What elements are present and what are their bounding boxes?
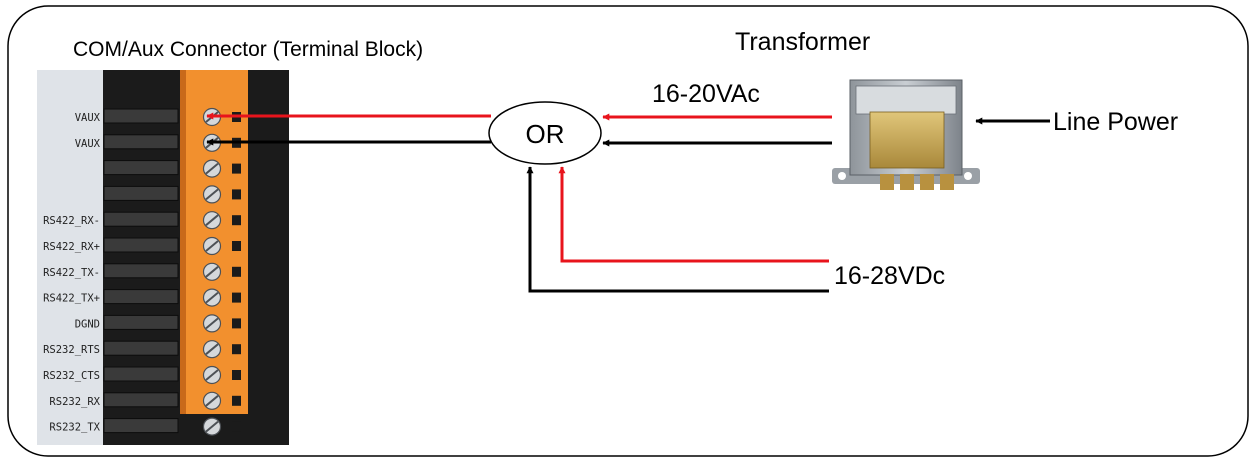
pin-slot: [103, 392, 179, 408]
wire-entry: [232, 241, 241, 251]
screw-slot: [205, 395, 219, 407]
wire-entry: [232, 266, 241, 277]
screw-slot: [205, 420, 219, 433]
screw-slot: [205, 317, 219, 330]
screw-slot: [205, 291, 219, 304]
pin-label: RS232_CTS: [43, 370, 100, 382]
diagram-frame: [7, 5, 1249, 457]
pin-slot: [103, 160, 179, 176]
pin-label: RS422_RX-: [43, 215, 100, 227]
pin-label: RS232_RTS: [43, 344, 100, 356]
connector-title: COM/Aux Connector (Terminal Block): [73, 38, 423, 61]
pin-slot: [103, 237, 179, 253]
pin-slot: [103, 211, 179, 227]
screw-slot: [205, 240, 219, 252]
pin-slot: [103, 289, 179, 305]
terminal-block-photo: VAUX VAUX RS422_RX- RS422_RX+ RS422_TX- RS422…: [37, 70, 289, 445]
screw-slot: [205, 343, 219, 355]
wire-entry: [232, 292, 241, 303]
pin-label: VAUX: [75, 112, 101, 124]
pin-slot: [103, 134, 179, 150]
wire-entry: [232, 395, 241, 406]
wire-dc-neg-to-or: [526, 166, 829, 293]
pcb-area: [37, 70, 103, 445]
pin-label: RS422_RX+: [43, 241, 100, 253]
screw-slot: [205, 188, 219, 201]
pin-slot: [103, 418, 179, 434]
or-label: OR: [526, 119, 565, 149]
pin-slot: [103, 366, 179, 382]
pin-label: RS232_TX: [49, 422, 100, 434]
wire-entry: [232, 421, 241, 432]
screw-slot: [205, 214, 219, 226]
dc-voltage-label: 16-28VDc: [834, 262, 945, 290]
pin-slot: [103, 108, 179, 124]
wire-entry: [232, 344, 241, 355]
transformer-icon: [832, 79, 980, 190]
pin-slot: [103, 185, 179, 201]
or-node: [488, 101, 602, 165]
screws: [202, 107, 241, 436]
wire-entry: [232, 189, 241, 200]
wire-entry: [232, 370, 241, 380]
pin-label: RS232_RX: [49, 396, 100, 408]
wire-dc-pos-to-or: [558, 166, 829, 263]
screw-slot: [205, 369, 219, 381]
screw-slot: [205, 162, 219, 175]
wire-entry: [232, 318, 241, 329]
ac-voltage-label: 16-20VAc: [652, 80, 760, 108]
pin-rows: VAUX VAUX RS422_RX- RS422_RX+ RS422_TX- RS422…: [43, 108, 179, 434]
transformer-title: Transformer: [735, 28, 870, 56]
wire-entry: [232, 215, 241, 226]
wire-entry: [232, 163, 241, 174]
pin-label: RS422_TX+: [43, 293, 100, 305]
pin-label: RS422_TX-: [43, 267, 100, 279]
pin-slot: [103, 263, 179, 279]
screw-slot: [205, 266, 219, 278]
line-power-label: Line Power: [1053, 108, 1178, 136]
pin-label: DGND: [75, 318, 100, 330]
pin-label: VAUX: [75, 138, 101, 150]
pin-slot: [103, 340, 179, 356]
pin-slot: [103, 314, 179, 330]
